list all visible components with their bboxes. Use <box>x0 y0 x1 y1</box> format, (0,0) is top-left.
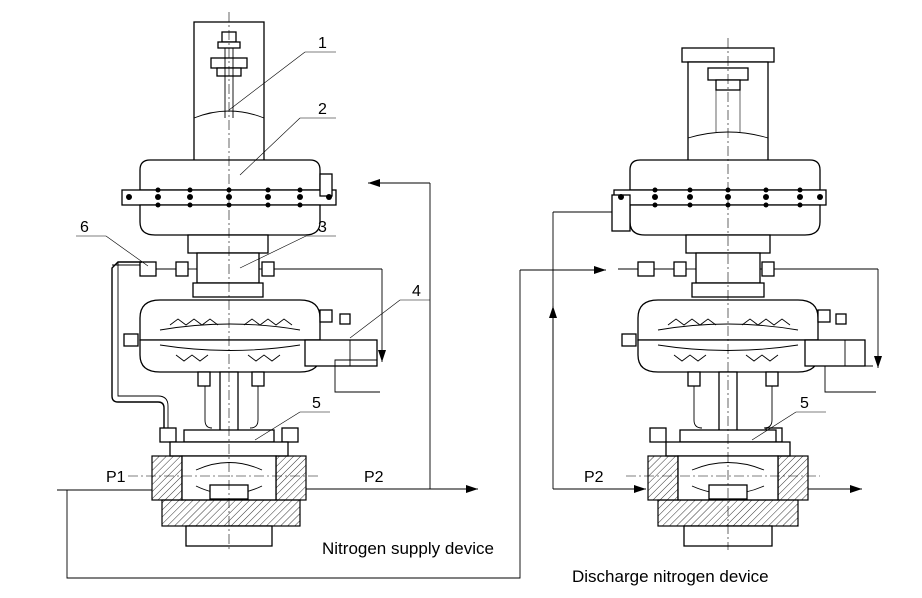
pilot-regulator-right <box>621 299 866 373</box>
caption-discharge-nitrogen: Discharge nitrogen device <box>572 567 769 586</box>
fitting-row-left <box>112 261 382 277</box>
callout-3: 3 <box>318 219 327 236</box>
discharge-nitrogen-device <box>549 38 882 550</box>
callout-5-right: 5 <box>800 395 809 412</box>
callout-4: 4 <box>412 283 421 300</box>
caption-nitrogen-supply: Nitrogen supply device <box>322 539 494 558</box>
callout-leaders <box>76 51 826 441</box>
callout-1: 1 <box>318 35 327 52</box>
main-diaphragm-right <box>611 159 827 236</box>
callout-5-left: 5 <box>312 395 321 412</box>
pressure-label-p2-right: P2 <box>584 469 604 486</box>
pilot-regulator-left <box>123 299 378 373</box>
nitrogen-supply-device <box>57 12 606 579</box>
main-diaphragm-left <box>121 159 337 236</box>
callout-6: 6 <box>80 219 89 236</box>
fitting-row-right <box>618 261 878 277</box>
pressure-label-p1-left: P1 <box>106 469 126 486</box>
pressure-label-p2-left: P2 <box>364 469 384 486</box>
callout-2: 2 <box>318 101 327 118</box>
